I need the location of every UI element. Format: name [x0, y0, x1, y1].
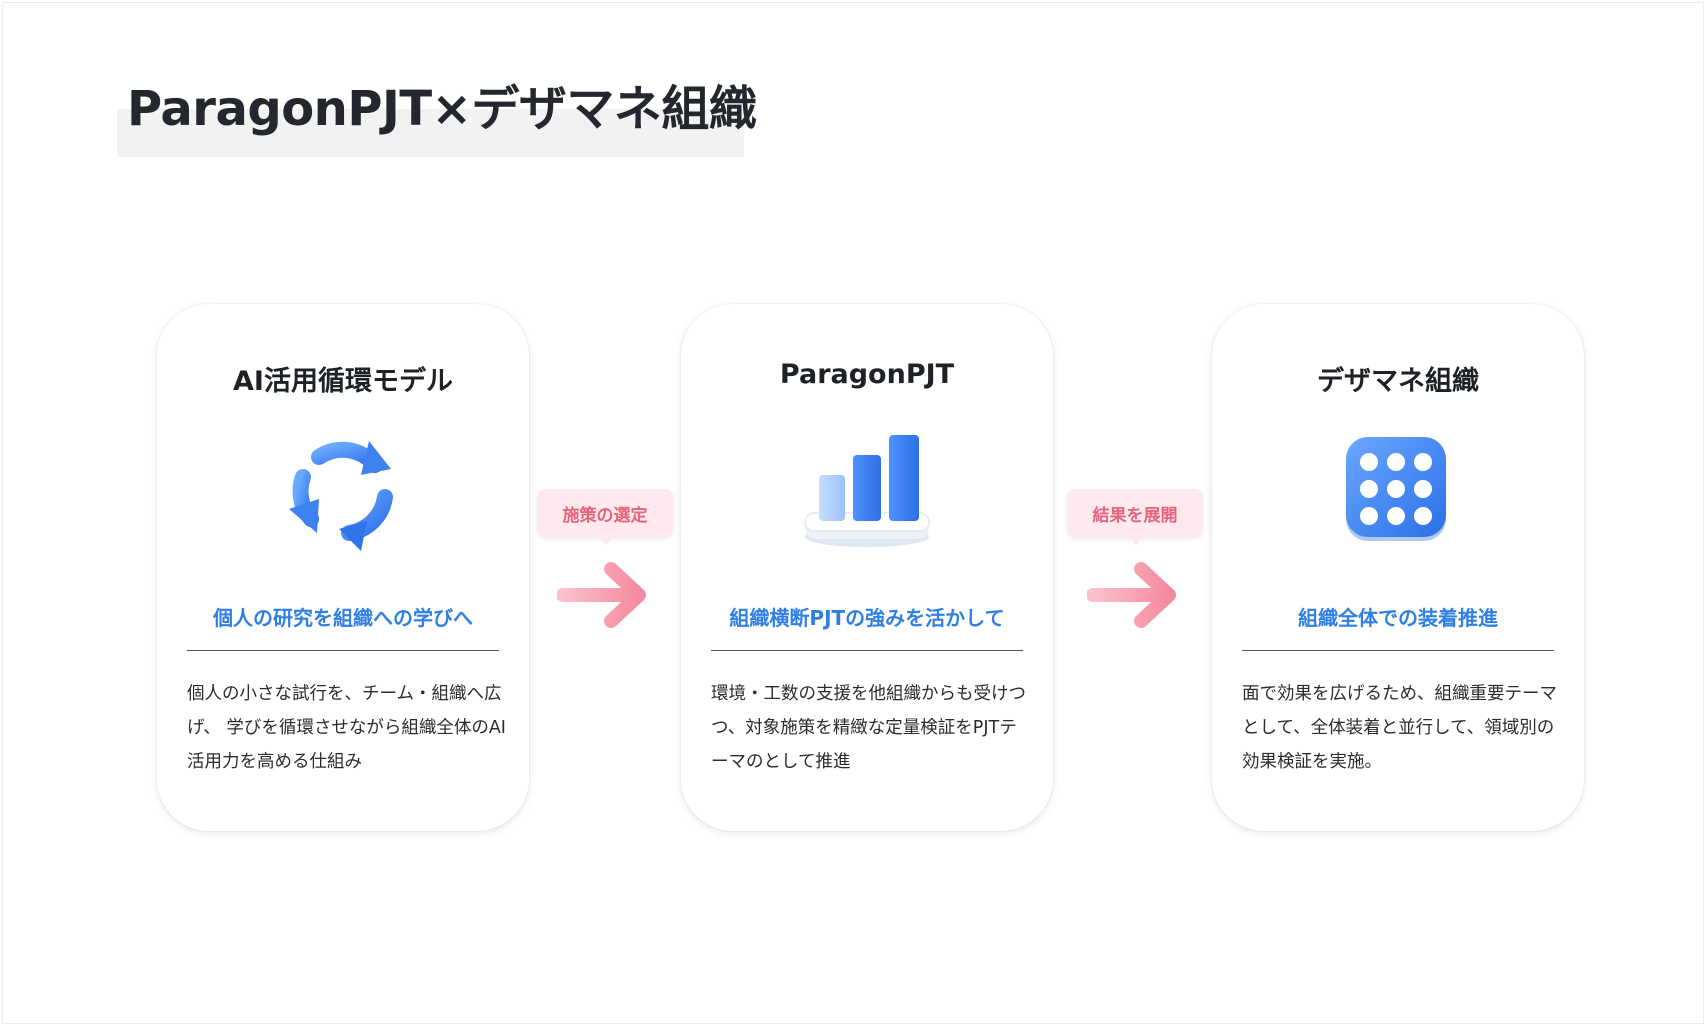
card-title: デザマネ組織 — [1317, 366, 1479, 397]
card-body: 環境・工数の支援を他組織からも受けつつ、対象施策を精緻な定量検証をPJTテーマの… — [711, 684, 1026, 772]
right-arrow-icon — [1087, 562, 1176, 628]
card-subtitle: 組織全体での装着推進 — [1298, 606, 1498, 630]
right-arrow-icon — [557, 562, 646, 628]
card-body: 個人の小さな試行を、チーム・組織へ広げ、 学びを循環させながら組織全体のAI活用… — [187, 684, 506, 772]
connector-expand-results: 結果を展開 — [1067, 489, 1207, 639]
tag-tail — [597, 535, 615, 545]
card-design-mgmt-org: デザマネ組織 組織全体での装着推進 面で効果を広げるため、組織重要テーマとして、… — [1212, 304, 1584, 831]
card-title: ParagonPJT — [779, 359, 955, 390]
bar-chart-icon — [681, 426, 1053, 556]
card-body: 面で効果を広げるため、組織重要テーマとして、全体装着と並行して、領域別の効果検証… — [1242, 684, 1557, 772]
title-block: ParagonPJT×デザマネ組織 — [117, 69, 757, 157]
page-title: ParagonPJT×デザマネ組織 — [127, 81, 757, 137]
dot-grid-icon — [1212, 426, 1584, 556]
divider — [1242, 650, 1554, 651]
cycle-arrows-icon — [157, 426, 529, 556]
divider — [711, 650, 1023, 651]
divider — [187, 650, 499, 651]
tag-tail — [1127, 535, 1145, 545]
card-ai-cycle-model: AI活用循環モデル 個人の研究を組織への学びへ 個人の小さな試行を、チーム・組織… — [157, 304, 529, 831]
card-subtitle: 個人の研究を組織への学びへ — [213, 606, 473, 630]
connector-select-measures: 施策の選定 — [537, 489, 677, 639]
title-highlight — [117, 109, 744, 157]
connector-label: 施策の選定 — [537, 489, 673, 537]
card-paragon-pjt: ParagonPJT 組織横断PJTの強みを活かして 環境・工数の支援を他組織か… — [681, 304, 1053, 831]
connector-label: 結果を展開 — [1067, 489, 1203, 537]
card-title: AI活用循環モデル — [233, 366, 453, 397]
card-subtitle: 組織横断PJTの強みを活かして — [729, 606, 1005, 630]
